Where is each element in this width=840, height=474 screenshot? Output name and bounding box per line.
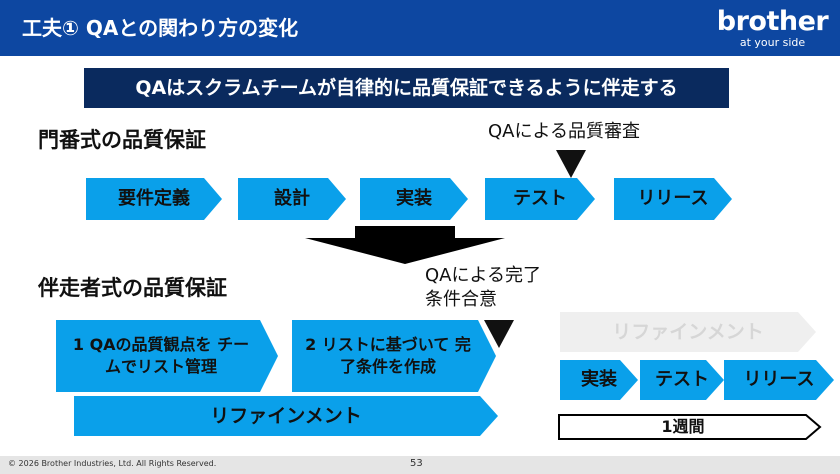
footer-bar <box>0 456 840 474</box>
refinement-arrow: リファインメント <box>74 396 498 436</box>
logo-wordmark: brother <box>716 6 829 37</box>
gatekeeper-step-design: 設計 <box>238 178 346 220</box>
one-week-arrow <box>558 414 822 440</box>
gatekeeper-step-release: リリース <box>614 178 732 220</box>
accompany-note: QAによる完了条件合意 <box>425 265 541 310</box>
gatekeeper-step-requirements: 要件定義 <box>86 178 222 220</box>
sprint-step-release: リリース <box>724 360 834 400</box>
transition-arrow-icon <box>305 226 505 264</box>
gatekeeper-heading: 門番式の品質保証 <box>38 128 206 152</box>
one-week-label: 1週間 <box>661 417 705 436</box>
gatekeeper-step-implementation: 実装 <box>360 178 468 220</box>
sprint-step-implementation: 実装 <box>560 360 638 400</box>
page-number: 53 <box>410 458 423 469</box>
sprint-step-test: テスト <box>640 360 724 400</box>
gatekeeper-step-test: テスト <box>485 178 595 220</box>
slide-title: 工夫① QAとの関わり方の変化 <box>22 16 299 40</box>
copyright: © 2026 Brother Industries, Ltd. All Righ… <box>8 459 217 468</box>
logo-tagline: at your side <box>739 36 806 49</box>
slide-header <box>0 0 840 56</box>
key-message-banner: QAはスクラムチームが自律的に品質保証できるように伴走する <box>84 68 729 108</box>
accompany-step-2: 2 リストに基づいて 完了条件を作成 <box>292 320 496 392</box>
accompany-heading: 伴走者式の品質保証 <box>38 276 227 300</box>
review-marker-icon <box>556 150 586 178</box>
refinement-arrow-faded: リファインメント <box>560 312 816 352</box>
brother-logo: brother at your side <box>705 0 840 56</box>
accompany-step-1: 1 QAの品質観点を チームでリスト管理 <box>56 320 278 392</box>
gatekeeper-note: QAによる品質審査 <box>488 121 640 142</box>
